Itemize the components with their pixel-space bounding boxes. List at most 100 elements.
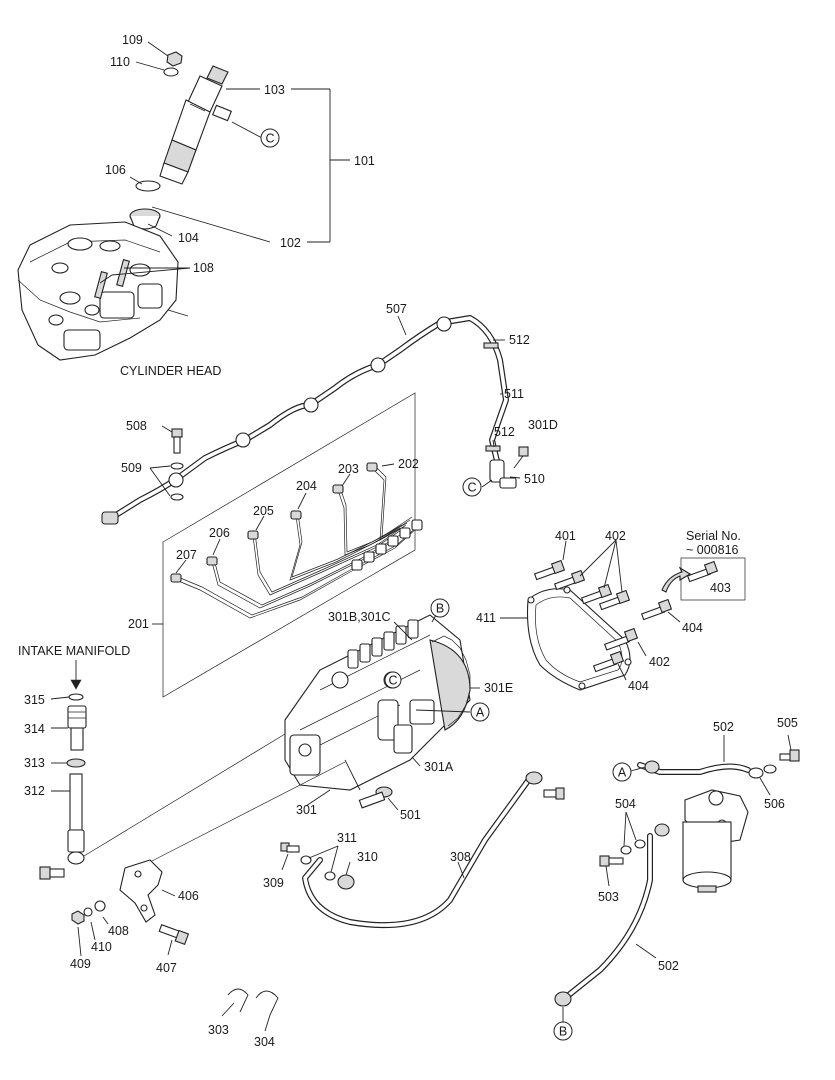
nut-109 — [166, 51, 183, 67]
serial-box — [661, 557, 746, 601]
washer-110 — [163, 67, 179, 77]
label-501: 501 — [400, 808, 421, 822]
label-507: 507 — [386, 302, 407, 316]
bolt-404a — [640, 598, 673, 621]
label-314: 314 — [24, 722, 45, 736]
leaders-intake — [50, 696, 286, 857]
stud-108a — [94, 270, 108, 300]
label-404-lower: 404 — [628, 679, 649, 693]
serial-number-line1: Serial No. — [686, 529, 741, 543]
leaders-pump — [305, 607, 480, 811]
callout-c-injector: C — [265, 132, 274, 146]
label-502-lower: 502 — [658, 959, 679, 973]
label-103: 103 — [264, 83, 285, 97]
leaders-leakoff — [149, 315, 521, 497]
washer-506b — [763, 764, 777, 774]
label-510: 510 — [524, 472, 545, 486]
washer-408 — [94, 900, 106, 912]
callout-b-pump: B — [436, 602, 444, 616]
label-203: 203 — [338, 462, 359, 476]
serial-number-line2: ~ 000816 — [686, 543, 739, 557]
label-206: 206 — [209, 526, 230, 540]
clamp-512a — [483, 342, 499, 349]
washer-311b — [324, 871, 336, 881]
clips — [221, 988, 279, 1032]
connector-314 — [67, 705, 87, 751]
label-511: 511 — [504, 387, 524, 401]
label-403: 403 — [710, 581, 731, 595]
label-308: 308 — [450, 850, 471, 864]
label-201: 201 — [128, 617, 149, 631]
callout-b-filter: B — [559, 1025, 567, 1039]
leak-off-pipe-507 — [101, 315, 529, 525]
bolt-402c — [598, 589, 631, 611]
bolt-309 — [280, 842, 300, 853]
washer-506a — [748, 767, 764, 779]
nut-409 — [71, 910, 85, 925]
label-404-upper: 404 — [682, 621, 703, 635]
label-304: 304 — [254, 1035, 275, 1049]
bolt-402b — [580, 583, 613, 605]
label-109: 109 — [122, 33, 143, 47]
label-509: 509 — [121, 461, 142, 475]
label-301e: 301E — [484, 681, 513, 695]
label-410: 410 — [91, 940, 112, 954]
cylinder-head-title: CYLINDER HEAD — [120, 364, 221, 378]
injector-103 — [159, 65, 233, 185]
fuel-pipe-502-upper — [637, 749, 800, 779]
mount-bolts — [533, 559, 673, 673]
bolt-407 — [158, 924, 190, 946]
label-301a: 301A — [424, 760, 454, 774]
label-303: 303 — [208, 1023, 229, 1037]
label-301: 301 — [296, 803, 317, 817]
label-108: 108 — [193, 261, 214, 275]
label-407: 407 — [156, 961, 177, 975]
plug-310 — [337, 874, 355, 890]
label-102: 102 — [280, 236, 301, 250]
label-313: 313 — [24, 756, 45, 770]
leaders-filter — [562, 734, 792, 1022]
washer-509a — [170, 462, 184, 470]
label-512-upper: 512 — [509, 333, 530, 347]
label-202: 202 — [398, 457, 419, 471]
intake-manifold-title: INTAKE MANIFOLD — [18, 644, 130, 658]
leaders-bracket — [77, 889, 176, 957]
leaders-hp — [152, 463, 395, 625]
label-309: 309 — [263, 876, 284, 890]
leaders-308 — [149, 761, 465, 879]
label-205: 205 — [253, 504, 274, 518]
washer-311a — [300, 855, 312, 865]
washer-509b — [170, 493, 184, 501]
clamp-313 — [66, 758, 86, 768]
label-505: 505 — [777, 716, 798, 730]
label-301b-301c: 301B,301C — [328, 610, 391, 624]
bolt-505 — [779, 749, 800, 762]
label-110: 110 — [110, 55, 130, 69]
clip-303 — [227, 988, 249, 1013]
label-408: 408 — [108, 924, 129, 938]
bolt-301d — [513, 446, 529, 469]
label-506: 506 — [764, 797, 785, 811]
o-ring-315 — [68, 693, 84, 701]
part-labels: 109 110 103 101 106 104 102 108 507 512 … — [24, 33, 798, 1049]
washer-504a — [634, 839, 646, 849]
housing-301a — [393, 724, 413, 754]
bracket-parts — [71, 900, 190, 946]
label-204: 204 — [296, 479, 317, 493]
filter-head — [377, 699, 399, 741]
leaders-mount — [500, 539, 681, 681]
label-310: 310 — [357, 850, 378, 864]
label-311: 311 — [337, 831, 357, 845]
callout-a-filter: A — [618, 766, 627, 780]
bracket-406 — [119, 859, 163, 923]
cylinder-head-block — [17, 221, 189, 361]
intake-manifold-parts — [39, 660, 87, 880]
label-207: 207 — [176, 548, 197, 562]
label-401: 401 — [555, 529, 576, 543]
label-406: 406 — [178, 889, 199, 903]
bolt-503 — [599, 855, 624, 867]
bolt-401 — [533, 559, 566, 581]
label-301d: 301D — [528, 418, 558, 432]
label-402-top: 402 — [605, 529, 626, 543]
